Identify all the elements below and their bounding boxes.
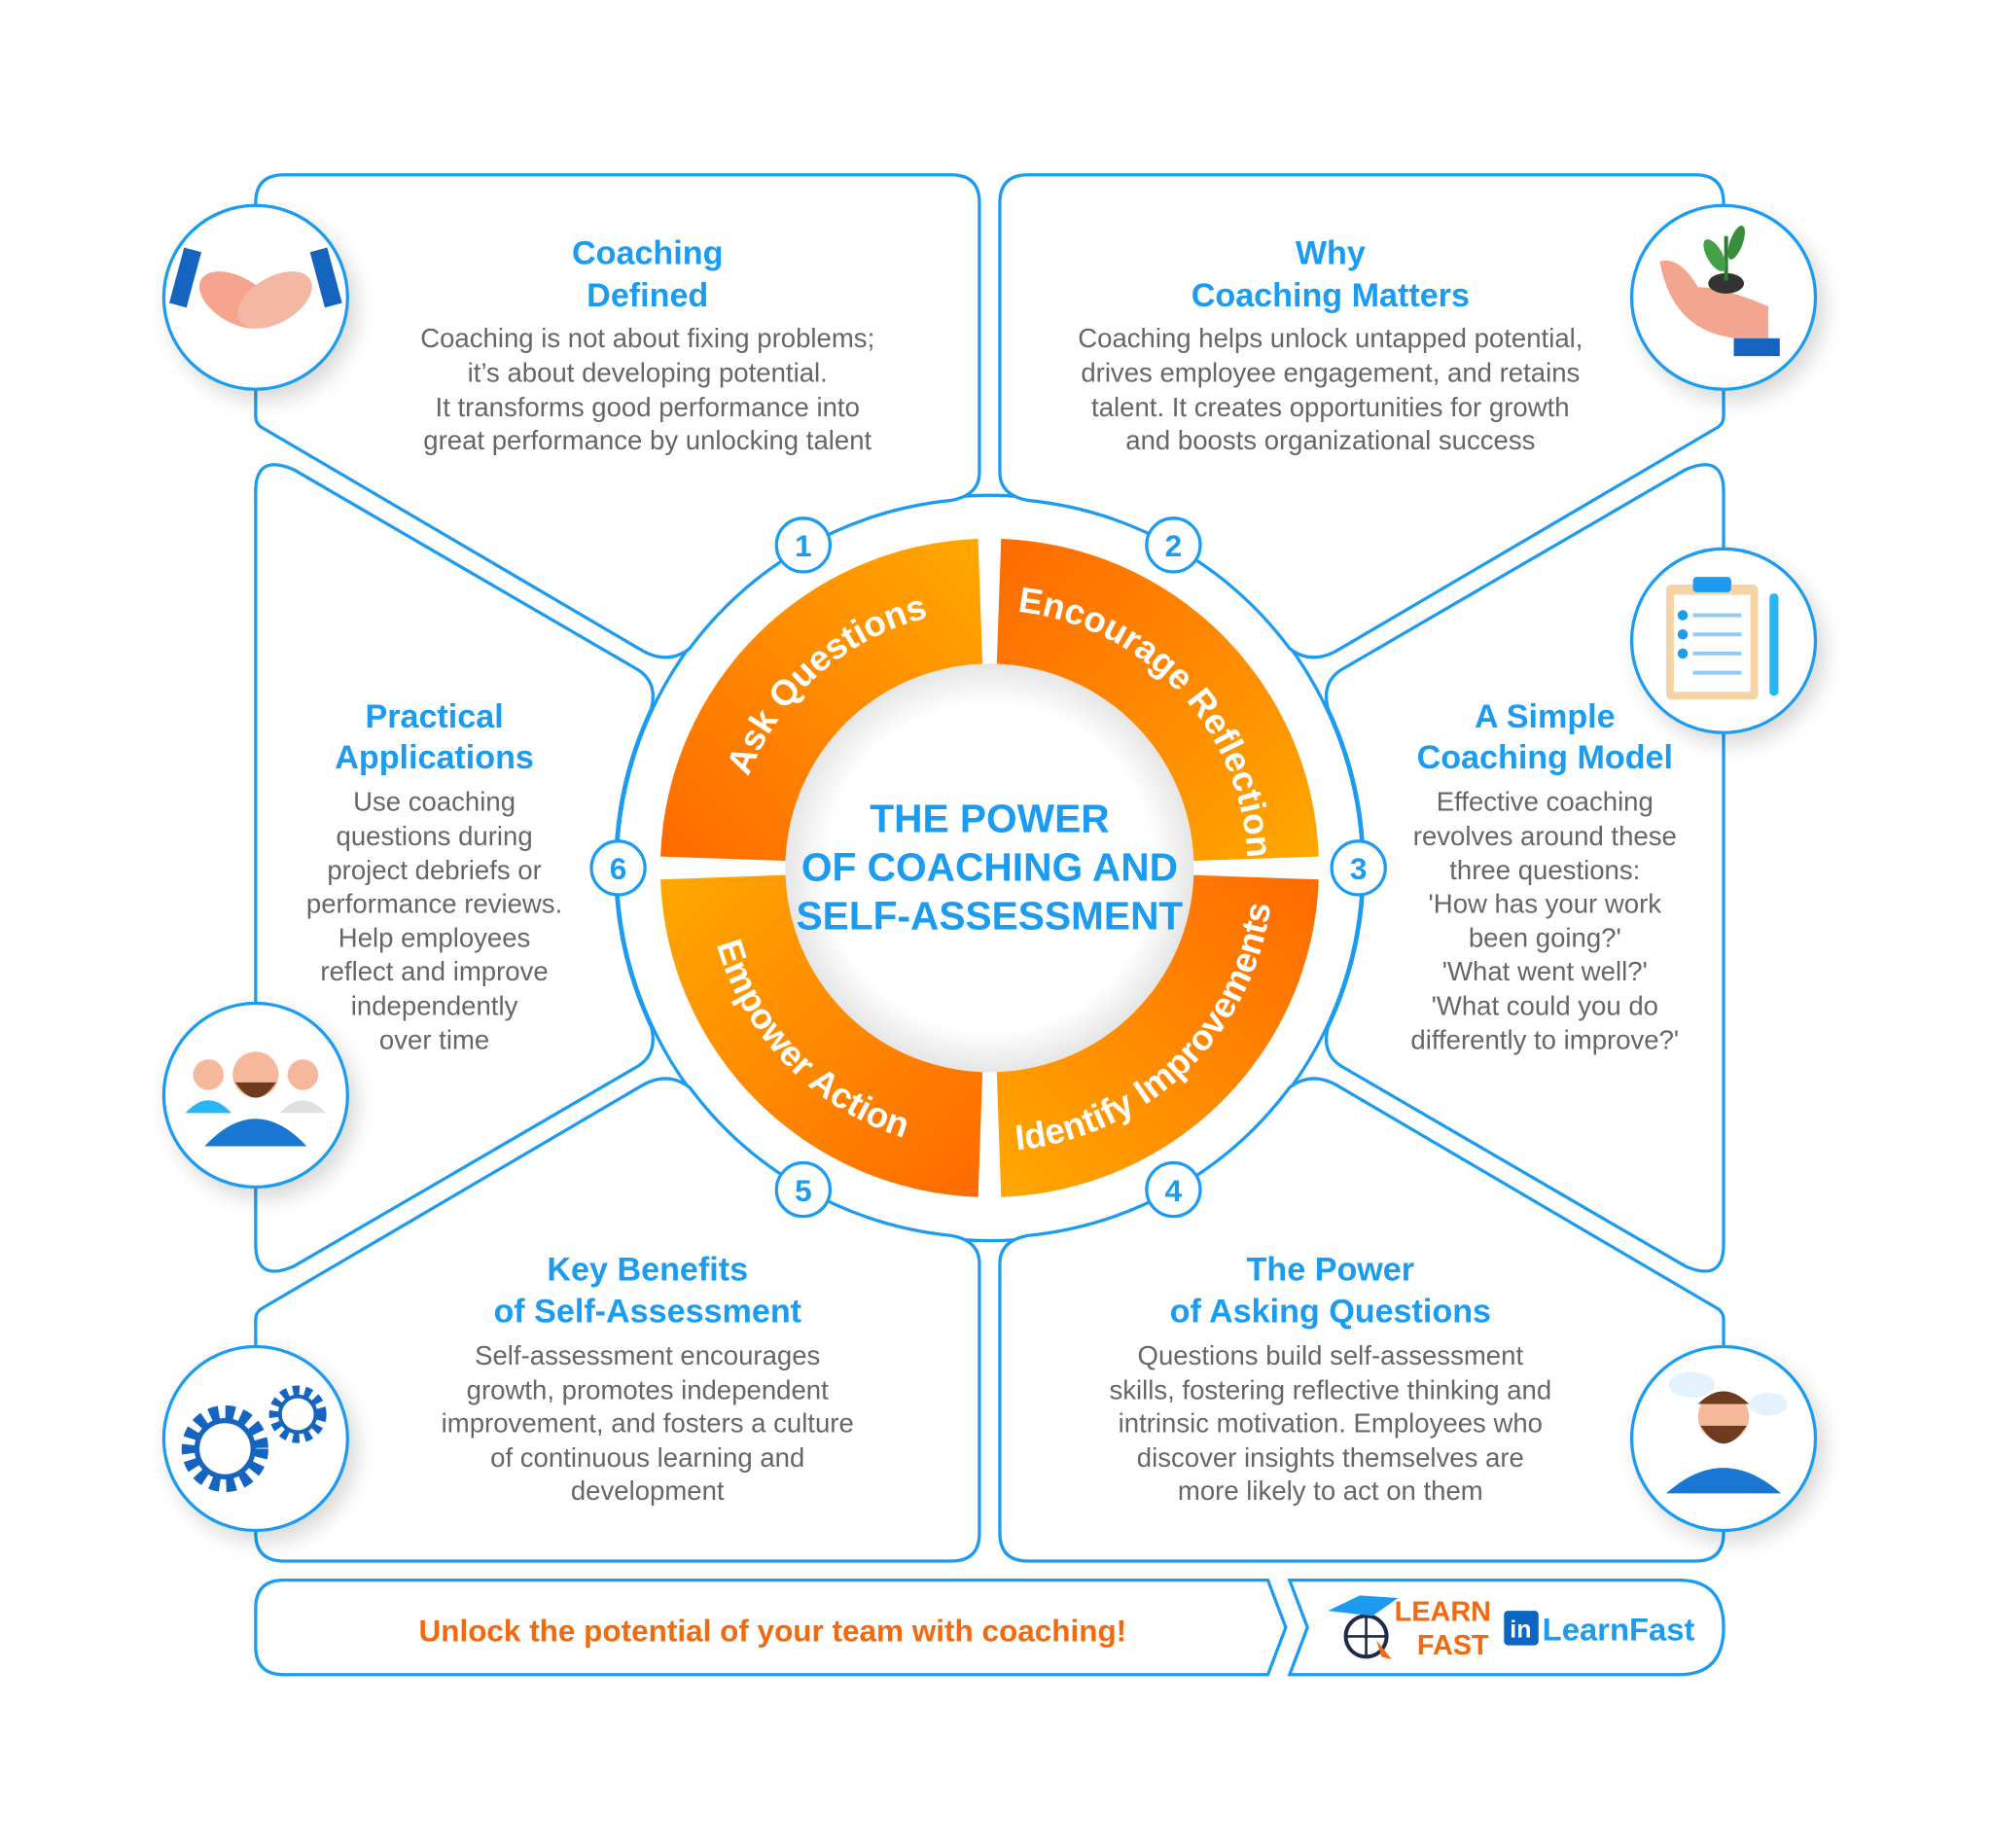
- panel-body-line: Coaching helps unlock untapped potential…: [1078, 323, 1583, 353]
- panel-body-line: 'What could you do: [1432, 990, 1658, 1020]
- learnfast-logo: LEARN FAST: [1328, 1595, 1491, 1661]
- panel-body-line: improvement, and fosters a culture: [442, 1407, 854, 1438]
- panel-title: Why: [1296, 235, 1366, 272]
- panel-body-line: differently to improve?': [1410, 1025, 1679, 1055]
- plant-in-hand-icon: [1629, 203, 1818, 391]
- panel-title: of Asking Questions: [1170, 1294, 1491, 1331]
- center-title-line-1: THE POWER: [870, 797, 1109, 841]
- panel-body-line: Use coaching: [353, 786, 516, 816]
- panel-body-line: drives employee engagement, and retains: [1081, 357, 1580, 387]
- footer-tagline: Unlock the potential of your team with c…: [418, 1614, 1126, 1649]
- center-title-line-3: SELF-ASSESSMENT: [797, 893, 1184, 938]
- logo-text-fast: FAST: [1417, 1630, 1489, 1661]
- panel-body-line: questions during: [336, 821, 532, 851]
- cycle-segment-2: [996, 539, 1319, 862]
- panel-body-line: It transforms good performance into: [436, 392, 860, 422]
- panel-body-line: over time: [379, 1025, 489, 1055]
- panel-body-line: growth, promotes independent: [467, 1374, 829, 1404]
- step-badge-4: 4: [1145, 1160, 1202, 1219]
- step-number: 5: [795, 1173, 812, 1208]
- cycle-segment-4: [660, 874, 983, 1197]
- panel-title: Defined: [587, 277, 708, 314]
- panel-body-line: skills, fostering reflective thinking an…: [1109, 1374, 1551, 1404]
- panel-body-line: great performance by unlocking talent: [423, 425, 872, 455]
- logo-text-learn: LEARN: [1395, 1597, 1491, 1628]
- panel-body-line: Help employees: [338, 923, 531, 953]
- step-badge-5: 5: [774, 1160, 833, 1219]
- panel-body-line: three questions:: [1449, 855, 1640, 885]
- panel-body-line: talent. It creates opportunities for gro…: [1091, 392, 1570, 422]
- panel-body-line: 'How has your work: [1429, 888, 1662, 918]
- panel-body-line: and boosts organizational success: [1125, 425, 1535, 455]
- handshake-icon: [161, 203, 349, 391]
- panel-title: A Simple: [1475, 698, 1616, 735]
- panel-text-why-coaching-matters: Why Coaching Matters Coaching helps unlo…: [1078, 235, 1583, 455]
- thinking-man-icon: [1629, 1344, 1818, 1533]
- panel-body-line: it’s about developing potential.: [468, 357, 828, 387]
- gears-icon: [161, 1344, 349, 1533]
- panel-body-line: project debriefs or: [327, 855, 541, 885]
- step-number: 6: [610, 851, 627, 886]
- panel-text-power-of-asking: The Power of Asking Questions Questions …: [1109, 1251, 1551, 1506]
- step-badge-3: 3: [1330, 839, 1387, 897]
- panel-body-line: been going?': [1469, 923, 1621, 953]
- panel-text-key-benefits: Key Benefits of Self-Assessment Self-ass…: [442, 1251, 854, 1506]
- team-icon: [161, 1001, 349, 1190]
- panel-title: Applications: [335, 739, 534, 776]
- center-title-line-2: OF COACHING AND: [801, 845, 1178, 890]
- cycle-segment-1: [660, 539, 983, 862]
- panel-text-simple-model: A Simple Coaching Model Effective coachi…: [1410, 698, 1679, 1055]
- panel-body-line: reflect and improve: [320, 956, 548, 986]
- panel-body-line: independently: [351, 990, 518, 1020]
- step-number: 3: [1350, 851, 1368, 886]
- panel-outlines: [254, 173, 1725, 1563]
- panel-title: Coaching Matters: [1192, 277, 1470, 314]
- footer-tagline-banner: [254, 1579, 1288, 1677]
- panel-title: Coaching Model: [1417, 739, 1673, 776]
- linkedin-icon: [1504, 1611, 1539, 1646]
- panel-practical-applications: [254, 463, 655, 1273]
- panel-body-line: 'What went well?': [1442, 956, 1648, 986]
- panel-body-line: Effective coaching: [1437, 786, 1654, 816]
- panel-body-line: intrinsic motivation. Employees who: [1119, 1407, 1543, 1438]
- step-number: 1: [795, 528, 812, 563]
- step-number: 2: [1165, 528, 1183, 563]
- center-disc: [785, 663, 1194, 1073]
- panel-title: of Self-Assessment: [493, 1294, 801, 1331]
- panel-text-practical-applications: Practical Applications Use coaching ques…: [306, 698, 562, 1055]
- panel-body-line: performance reviews.: [306, 888, 562, 918]
- cycle-segment-3: [996, 874, 1319, 1197]
- panel-body-line: Questions build self-assessment: [1138, 1340, 1524, 1370]
- panel-title: The Power: [1247, 1251, 1414, 1288]
- linkedin-name: LearnFast: [1543, 1611, 1695, 1647]
- panel-body-line: development: [571, 1475, 725, 1506]
- step-badges: 1 2 3 4 5 6: [589, 516, 1387, 1219]
- panel-body-line: Self-assessment encourages: [475, 1340, 820, 1370]
- panel-text-coaching-defined: Coaching Defined Coaching is not about f…: [420, 235, 874, 455]
- panel-body-line: more likely to act on them: [1178, 1475, 1483, 1506]
- panel-title: Practical: [365, 698, 503, 735]
- panel-title: Coaching: [572, 235, 723, 272]
- panel-body-line: revolves around these: [1413, 821, 1677, 851]
- panel-title: Key Benefits: [547, 1251, 748, 1288]
- panel-simple-model: [1324, 463, 1725, 1273]
- step-badge-2: 2: [1145, 516, 1202, 574]
- linkedin-badge-text: in: [1510, 1617, 1531, 1644]
- step-badge-6: 6: [589, 839, 647, 897]
- panel-body-line: Coaching is not about fixing problems;: [420, 323, 874, 353]
- clipboard-checklist-icon: [1629, 547, 1818, 734]
- step-number: 4: [1165, 1173, 1183, 1208]
- panel-body-line: of continuous learning and: [490, 1442, 804, 1473]
- panel-body-line: discover insights themselves are: [1137, 1442, 1524, 1473]
- step-badge-1: 1: [774, 516, 833, 574]
- linkedin-link[interactable]: in LearnFast: [1504, 1611, 1695, 1647]
